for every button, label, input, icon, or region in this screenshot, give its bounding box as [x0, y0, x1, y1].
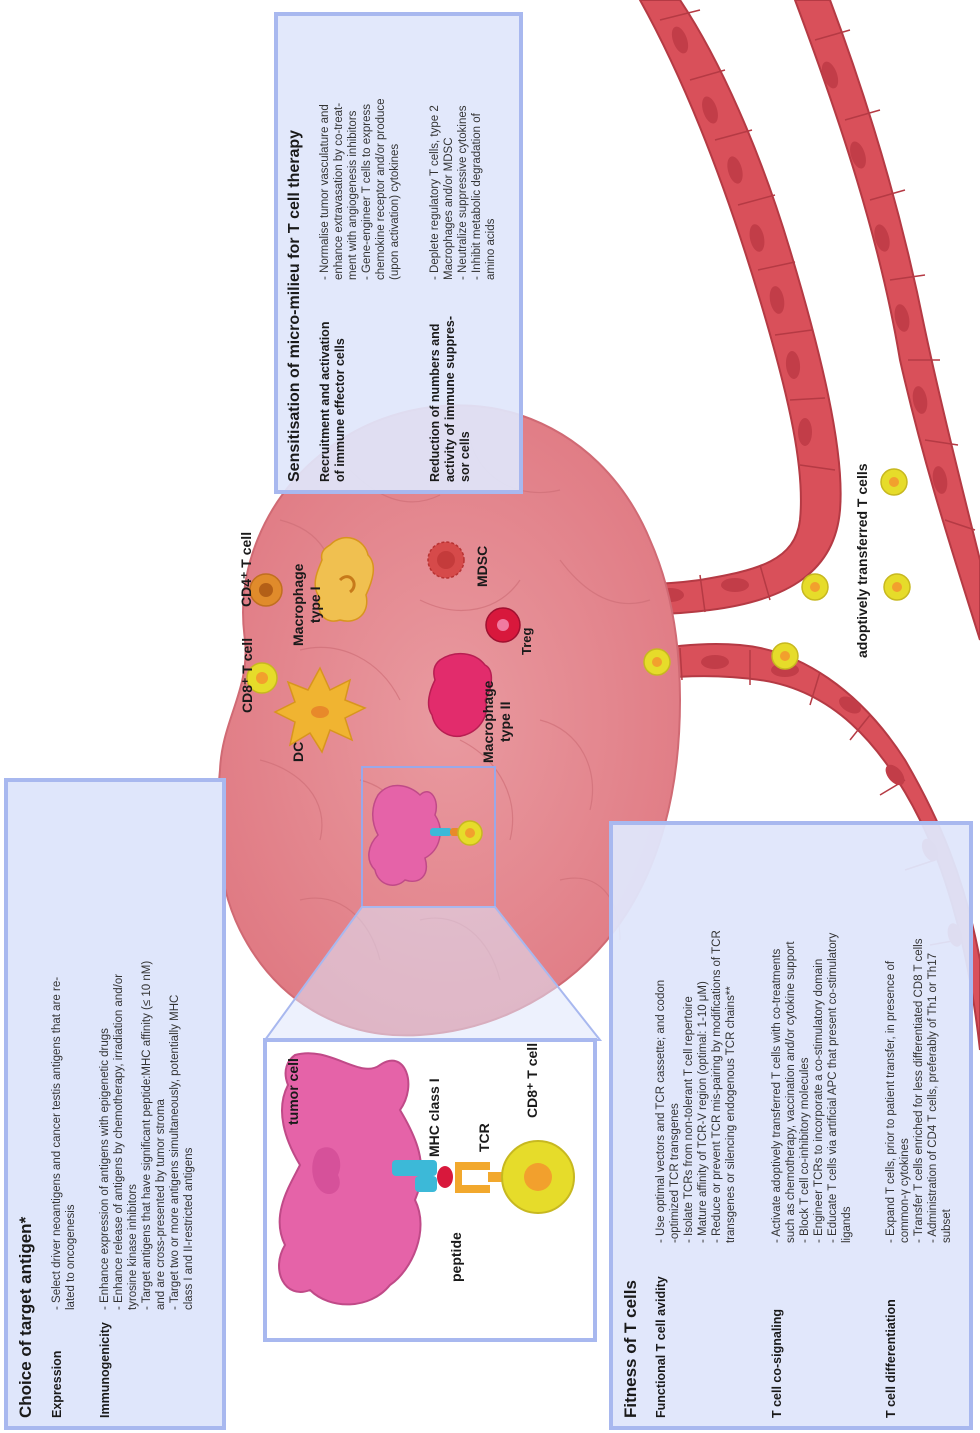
immuno-item: class I and II-restricted antigens	[182, 961, 196, 1310]
recruit-item: chemokine receptor and/or produce	[374, 98, 388, 280]
mdsc	[428, 542, 464, 578]
milieu-box-title: Sensitisation of micro-milieu for T cell…	[286, 130, 304, 482]
cd4-t-cell-label: CD4⁺ T cell	[238, 532, 256, 607]
reduction-items: - Deplete regulatory T cells, type 2 Mac…	[428, 105, 498, 280]
macrophage-2-label: Macrophage type II	[480, 681, 514, 763]
reduce-item: Macrophages and/or MDSC	[442, 105, 456, 280]
recruitment-items: - Normalise tumor vasculature and enhanc…	[318, 98, 402, 280]
mdsc-label: MDSC	[474, 546, 492, 587]
immunogenicity-heading: Immunogenicity	[98, 1322, 113, 1418]
reduction-heading: Reduction of numbers and activity of imm…	[428, 316, 473, 482]
immuno-item: - Enhance expression of antigens with ep…	[98, 961, 112, 1310]
reduce-item: - Inhibit metabolic degradation of	[470, 105, 484, 280]
recruitment-heading: Recruitment and activation of immune eff…	[318, 322, 348, 482]
reduce-item: - Deplete regulatory T cells, type 2	[428, 105, 442, 280]
cd8-t-cell-label: CD8⁺ T cell	[239, 638, 257, 713]
reduce-item: amino acids	[484, 105, 498, 280]
expression-item: - Select driver neoantigens and cancer t…	[50, 977, 64, 1310]
avidity-heading: Functional T cell avidity	[654, 1276, 669, 1418]
recruit-item: - Gene-engineer T cells to express	[360, 98, 374, 280]
antigen-box-title: Choice of target antigen*	[16, 1217, 36, 1418]
inset-cd8-label: CD8⁺ T cell	[524, 1043, 542, 1118]
dc-label: DC	[290, 742, 308, 762]
cosignal-item: - Educate T cells via artificial APC tha…	[826, 933, 840, 1243]
avidity-item: transgenes or silencing endogenous TCR c…	[724, 930, 738, 1243]
cosignal-item: such as chemotherapy, vaccination and/or…	[784, 933, 798, 1243]
immuno-item: and are cross-presented by tumor stroma	[154, 961, 168, 1310]
avidity-item: -optimized TCR transgenes	[668, 930, 682, 1243]
immuno-item: - Target antigens that have significant …	[140, 961, 154, 1310]
inset-cd8-t-cell	[502, 1141, 574, 1213]
macrophage-1-label: Macrophage type I	[290, 564, 324, 646]
recruit-item: enhance extravasation by co-treat-	[332, 98, 346, 280]
immunogenicity-items: - Enhance expression of antigens with ep…	[98, 961, 196, 1310]
expression-item: lated to oncogenesis	[64, 977, 78, 1310]
treg-label: Treg	[518, 628, 536, 655]
cosignal-item: - Activate adoptively transferred T cell…	[770, 933, 784, 1243]
diff-item: subset	[940, 939, 954, 1243]
treg	[486, 608, 520, 642]
cosignaling-heading: T cell co-signaling	[770, 1309, 785, 1418]
diff-item: - Administration of CD4 T cells, prefera…	[926, 939, 940, 1243]
expression-items: - Select driver neoantigens and cancer t…	[50, 977, 78, 1310]
immuno-item: - Enhance release of antigens by chemoth…	[112, 961, 126, 1310]
peptide-icon	[437, 1166, 453, 1188]
avidity-items: - Use optimal vectors and TCR cassette; …	[654, 930, 738, 1243]
recruit-item: (upon activation) cytokines	[388, 98, 402, 280]
recruit-item: ment with angiogenesis inhibitors	[346, 98, 360, 280]
cosignal-item: - Block T cell co-inhibitory molecules	[798, 933, 812, 1243]
avidity-item: - Reduce or prevent TCR mis-pairing by m…	[710, 930, 724, 1243]
inset-tumor-cell-label: tumor cell	[285, 1058, 303, 1125]
expression-heading: Expression	[50, 1351, 65, 1418]
differentiation-items: - Expand T cells, prior to patient trans…	[884, 939, 954, 1243]
cosignal-item: - Engineer TCRs to incorporate a co-stim…	[812, 933, 826, 1243]
inset-peptide-label: peptide	[448, 1232, 466, 1282]
diff-item: - Transfer T cells enriched for less dif…	[912, 939, 926, 1243]
inset-mhc-label: MHC class I	[426, 1078, 444, 1157]
avidity-item: - Use optimal vectors and TCR cassette; …	[654, 930, 668, 1243]
fitness-box-title: Fitness of T cells	[621, 1280, 641, 1418]
immuno-item: tyrosine kinase inhibitors	[126, 961, 140, 1310]
reduce-item: - Neutralize suppressive cytokines	[456, 105, 470, 280]
inset-tcr-label: TCR	[476, 1123, 494, 1152]
immuno-item: - Target two or more antigens simultaneo…	[168, 961, 182, 1310]
cosignaling-items: - Activate adoptively transferred T cell…	[770, 933, 854, 1243]
diff-item: - Expand T cells, prior to patient trans…	[884, 939, 898, 1243]
recruit-item: - Normalise tumor vasculature and	[318, 98, 332, 280]
transferred-t-cells-label: adoptively transferred T cells	[854, 463, 872, 658]
differentiation-heading: T cell differentiation	[884, 1299, 899, 1418]
diff-item: common-γ cytokines	[898, 939, 912, 1243]
avidity-item: - Mature affinity of TCR-V region (optim…	[696, 930, 710, 1243]
avidity-item: - Isolate TCRs from non-tolerant T cell …	[682, 930, 696, 1243]
cosignal-item: ligands	[840, 933, 854, 1243]
